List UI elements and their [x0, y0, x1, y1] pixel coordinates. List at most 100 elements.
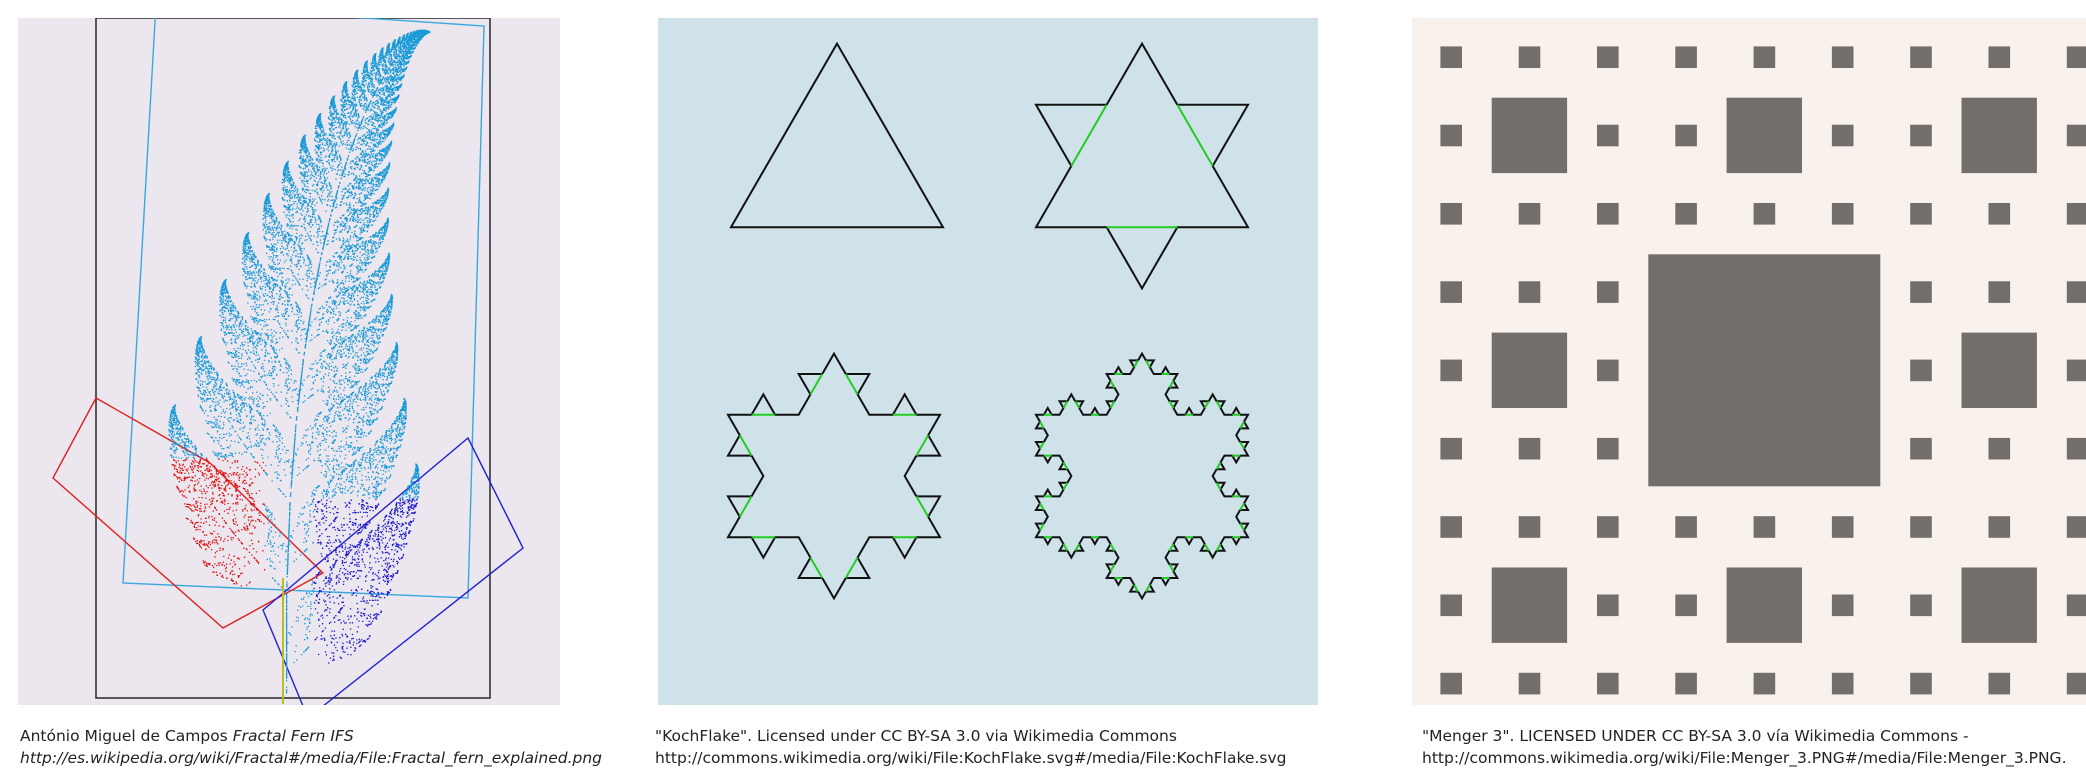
menger-caption-url[interactable]: http://commons.wikimedia.org/wiki/File:M… — [1422, 747, 2067, 769]
koch-removed-segments — [740, 374, 928, 578]
menger-square — [1832, 516, 1854, 538]
fern-points-main — [168, 30, 430, 693]
menger-square — [1492, 98, 1567, 173]
menger-square — [1648, 254, 1880, 486]
menger-square — [1727, 98, 1802, 173]
menger-carpet-image — [1412, 18, 2086, 705]
menger-square — [1597, 516, 1619, 538]
menger-square — [1910, 438, 1932, 460]
koch-outline — [731, 44, 943, 228]
menger-square — [2067, 516, 2086, 538]
menger-square — [1440, 203, 1462, 225]
menger-square — [1675, 46, 1697, 68]
menger-square — [1910, 516, 1932, 538]
koch-outline — [1036, 44, 1248, 289]
menger-square — [1754, 516, 1776, 538]
menger-square — [1597, 203, 1619, 225]
fern-caption-url[interactable]: http://es.wikipedia.org/wiki/Fractal#/me… — [20, 747, 602, 769]
menger-square — [1989, 203, 2011, 225]
koch-caption-license: "KochFlake". Licensed under CC BY-SA 3.0… — [655, 725, 1286, 747]
menger-square — [1832, 125, 1854, 147]
menger-square — [1989, 516, 2011, 538]
menger-square — [2067, 125, 2086, 147]
menger-square — [1519, 281, 1541, 303]
menger-square — [1440, 360, 1462, 382]
koch-outline — [1036, 354, 1248, 599]
menger-square — [1492, 333, 1567, 408]
koch-snowflake-image — [658, 18, 1318, 705]
menger-square — [1440, 516, 1462, 538]
menger-square — [2067, 281, 2086, 303]
menger-square — [1910, 203, 1932, 225]
menger-square — [1727, 568, 1802, 643]
menger-square — [1440, 673, 1462, 695]
menger-square — [2067, 46, 2086, 68]
koch-outline — [728, 354, 940, 599]
menger-square — [1962, 98, 2037, 173]
menger-square — [2067, 360, 2086, 382]
koch-iteration-1 — [1036, 44, 1248, 289]
menger-square — [1440, 595, 1462, 617]
menger-square — [1910, 360, 1932, 382]
menger-square — [1440, 438, 1462, 460]
menger-square — [1492, 568, 1567, 643]
menger-square — [2067, 203, 2086, 225]
menger-square — [1910, 281, 1932, 303]
menger-square — [1832, 203, 1854, 225]
fern-right-transform-box — [263, 438, 523, 705]
fern-caption-title: Fractal Fern IFS — [233, 727, 354, 745]
menger-square — [1597, 595, 1619, 617]
menger-square — [1989, 46, 2011, 68]
menger-square — [1989, 281, 2011, 303]
menger-caption: "Menger 3". LICENSED UNDER CC BY-SA 3.0 … — [1422, 725, 2067, 769]
menger-square — [1675, 595, 1697, 617]
fractal-fern-image — [18, 18, 560, 705]
menger-square — [1832, 595, 1854, 617]
menger-square — [1675, 125, 1697, 147]
koch-caption-url[interactable]: http://commons.wikimedia.org/wiki/File:K… — [655, 747, 1286, 769]
menger-square — [1832, 673, 1854, 695]
menger-square — [1910, 46, 1932, 68]
menger-square — [1519, 438, 1541, 460]
menger-square — [1675, 673, 1697, 695]
menger-square — [1440, 125, 1462, 147]
menger-square — [1675, 203, 1697, 225]
fern-caption: António Miguel de Campos Fractal Fern IF… — [20, 725, 602, 769]
menger-square — [1910, 673, 1932, 695]
menger-carpet-graphic — [1412, 18, 2086, 705]
menger-square — [1754, 673, 1776, 695]
menger-square — [1519, 673, 1541, 695]
menger-square — [1597, 125, 1619, 147]
menger-square — [1597, 360, 1619, 382]
menger-square — [1754, 203, 1776, 225]
menger-square — [1989, 438, 2011, 460]
koch-iteration-2 — [728, 354, 940, 599]
menger-square — [1519, 516, 1541, 538]
menger-square — [1832, 46, 1854, 68]
menger-square — [1989, 673, 2011, 695]
menger-square — [1754, 46, 1776, 68]
fern-caption-author: António Miguel de Campos — [20, 727, 228, 745]
koch-snowflake-graphic — [658, 18, 1318, 705]
menger-square — [2067, 438, 2086, 460]
menger-square — [1597, 46, 1619, 68]
koch-iteration-3 — [1036, 354, 1248, 599]
menger-square — [1597, 281, 1619, 303]
menger-square — [1675, 516, 1697, 538]
menger-square — [1962, 333, 2037, 408]
menger-square — [2067, 673, 2086, 695]
menger-square — [1440, 281, 1462, 303]
koch-caption: "KochFlake". Licensed under CC BY-SA 3.0… — [655, 725, 1286, 769]
menger-square — [1519, 203, 1541, 225]
fern-main-transform-box — [123, 18, 484, 598]
fern-points-left — [172, 459, 266, 586]
fractal-fern-graphic — [18, 18, 560, 705]
menger-square — [1910, 595, 1932, 617]
menger-square — [1597, 438, 1619, 460]
menger-square — [1597, 673, 1619, 695]
menger-square — [1910, 125, 1932, 147]
koch-iteration-0 — [731, 44, 943, 228]
menger-square — [1440, 46, 1462, 68]
menger-square — [2067, 595, 2086, 617]
menger-caption-license: "Menger 3". LICENSED UNDER CC BY-SA 3.0 … — [1422, 725, 2067, 747]
